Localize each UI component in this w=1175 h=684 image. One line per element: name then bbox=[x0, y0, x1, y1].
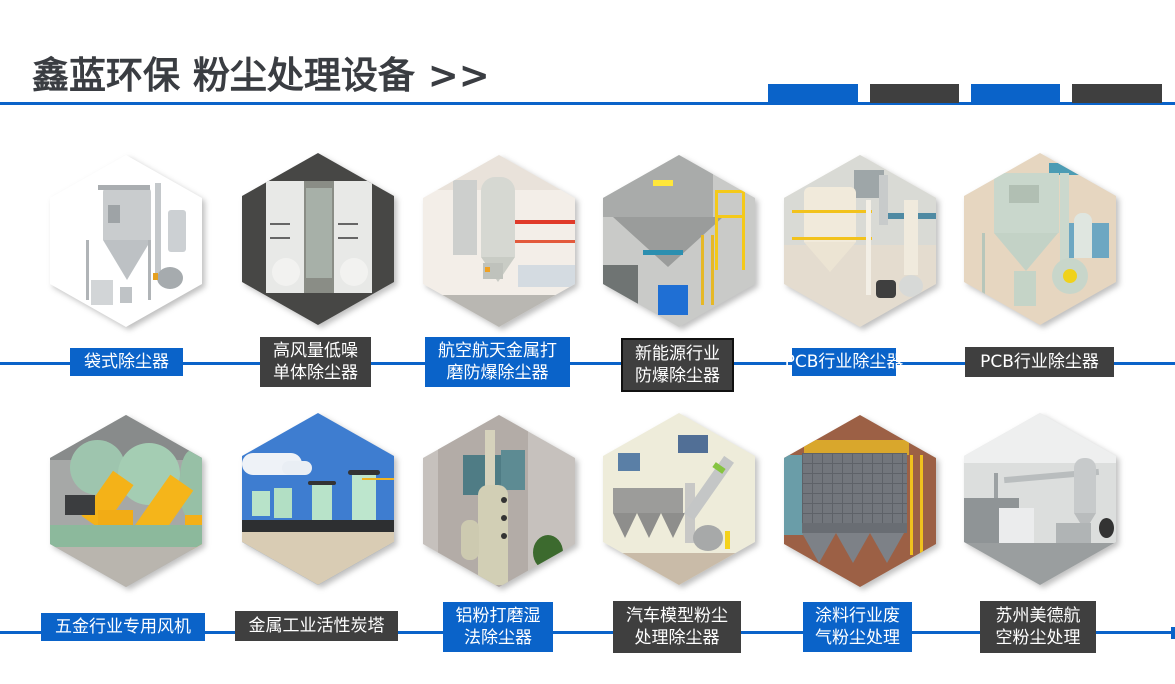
product-image-new-energy-explosion-proof-collector[interactable] bbox=[603, 155, 755, 327]
product-image-aluminum-powder-wet-collector[interactable] bbox=[423, 415, 575, 587]
header-tab-block-2 bbox=[870, 84, 959, 103]
product-image-metal-industry-activated-carbon-tower[interactable] bbox=[242, 413, 394, 585]
product-label-suzhou-meide-aviation-dust-treatment[interactable]: 苏州美德航 空粉尘处理 bbox=[980, 601, 1096, 653]
product-label-hardware-industry-fan[interactable]: 五金行业专用风机 bbox=[41, 613, 205, 641]
product-image-high-airflow-low-noise-unit-collector[interactable] bbox=[242, 153, 394, 325]
label-line: 处理除尘器 bbox=[634, 628, 720, 648]
product-image-suzhou-meide-aviation-dust-treatment[interactable] bbox=[964, 413, 1116, 585]
product-image-hardware-industry-fan[interactable] bbox=[50, 415, 202, 587]
product-image-pcb-dust-collector-1[interactable] bbox=[784, 155, 936, 327]
label-line: 五金行业专用风机 bbox=[55, 617, 191, 637]
label-line: PCB行业除尘器 bbox=[784, 352, 904, 372]
product-label-metal-industry-activated-carbon-tower[interactable]: 金属工业活性炭塔 bbox=[235, 611, 398, 641]
label-line: PCB行业除尘器 bbox=[980, 352, 1099, 372]
label-line: 汽车模型粉尘 bbox=[626, 606, 728, 626]
product-image-coating-industry-exhaust-dust-treatment[interactable] bbox=[784, 415, 936, 587]
header-tab-block-3 bbox=[971, 84, 1060, 103]
page-title: 鑫蓝环保 粉尘处理设备 >> bbox=[32, 54, 490, 97]
product-label-bag-type-dust-collector[interactable]: 袋式除尘器 bbox=[70, 348, 183, 376]
label-line: 空粉尘处理 bbox=[995, 628, 1081, 648]
label-line: 涂料行业废 bbox=[815, 606, 900, 626]
product-label-pcb-dust-collector-2[interactable]: PCB行业除尘器 bbox=[965, 347, 1114, 377]
label-line: 磨防爆除尘器 bbox=[446, 363, 549, 383]
label-line: 苏州美德航 bbox=[995, 606, 1081, 626]
product-label-pcb-dust-collector-1[interactable]: PCB行业除尘器 bbox=[785, 348, 903, 376]
header-tab-block-1 bbox=[768, 84, 858, 103]
title-underline bbox=[0, 102, 1175, 105]
label-line: 防爆除尘器 bbox=[635, 366, 720, 386]
product-label-new-energy-explosion-proof-collector[interactable]: 新能源行业 防爆除尘器 bbox=[621, 338, 734, 392]
product-image-aerospace-metal-grinding-explosion-proof-collector[interactable] bbox=[423, 155, 575, 327]
label-line: 航空航天金属打 bbox=[438, 341, 557, 361]
product-label-high-airflow-low-noise-unit-collector[interactable]: 高风量低噪 单体除尘器 bbox=[260, 337, 371, 387]
label-line: 法除尘器 bbox=[464, 628, 532, 648]
product-image-car-model-dust-collector[interactable] bbox=[603, 413, 755, 585]
product-image-bag-type-dust-collector[interactable] bbox=[50, 155, 202, 327]
product-label-car-model-dust-collector[interactable]: 汽车模型粉尘 处理除尘器 bbox=[613, 601, 741, 653]
label-line: 金属工业活性炭塔 bbox=[248, 616, 385, 636]
header-tab-block-4 bbox=[1072, 84, 1162, 103]
label-line: 单体除尘器 bbox=[273, 363, 358, 383]
timeline-end-marker bbox=[1171, 627, 1175, 639]
label-line: 新能源行业 bbox=[635, 344, 720, 364]
product-label-aerospace-metal-grinding-explosion-proof-collector[interactable]: 航空航天金属打 磨防爆除尘器 bbox=[425, 337, 570, 387]
label-line: 袋式除尘器 bbox=[84, 352, 169, 372]
label-line: 气粉尘处理 bbox=[815, 628, 900, 648]
product-image-pcb-dust-collector-2[interactable] bbox=[964, 153, 1116, 325]
product-label-coating-industry-exhaust-dust-treatment[interactable]: 涂料行业废 气粉尘处理 bbox=[803, 602, 912, 652]
product-label-aluminum-powder-wet-collector[interactable]: 铝粉打磨湿 法除尘器 bbox=[443, 602, 553, 652]
label-line: 铝粉打磨湿 bbox=[455, 606, 541, 626]
label-line: 高风量低噪 bbox=[273, 341, 358, 361]
timeline-line-row-1 bbox=[0, 362, 1175, 365]
timeline-line-row-2 bbox=[0, 631, 1172, 634]
